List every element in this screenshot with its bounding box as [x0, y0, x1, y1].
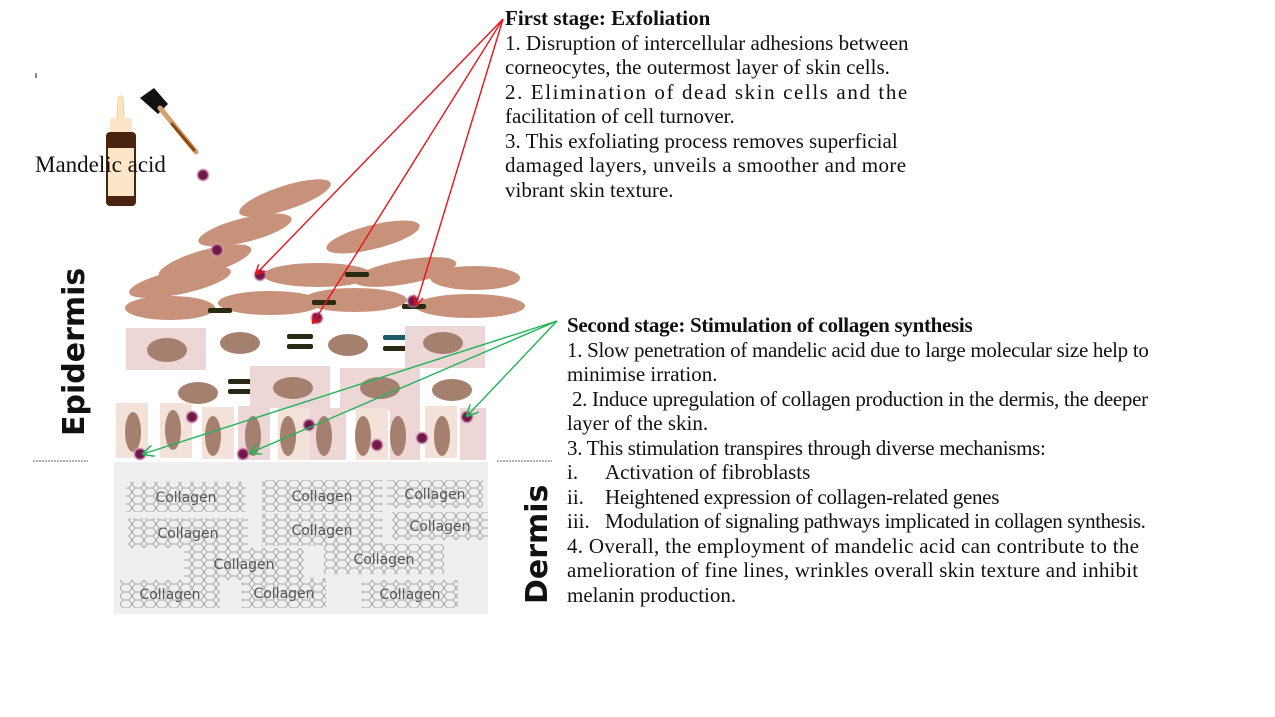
- second-stage-line: 3. This stimulation transpires through d…: [567, 435, 1046, 460]
- collagen-label: Collagen: [213, 557, 274, 573]
- molecule: [196, 168, 210, 182]
- second-stage-block: Second stage: Stimulation of collagen sy…: [567, 313, 1149, 607]
- stratum-corneum: [125, 179, 525, 320]
- collagen-label: Collagen: [409, 519, 470, 535]
- collagen-fiber: Collagen: [184, 548, 304, 580]
- mechanism-item: i.Activation of fibroblasts: [567, 460, 811, 484]
- second-stage-line: amelioration of fine lines, wrinkles ove…: [567, 558, 1139, 582]
- collagen-label: Collagen: [291, 523, 352, 539]
- first-stage-block: First stage: Exfoliation 1. Disruption o…: [505, 6, 909, 202]
- stray-mark: [35, 73, 37, 78]
- first-stage-line: facilitation of cell turnover.: [505, 104, 735, 128]
- collagen-fiber: Collagen: [128, 518, 248, 548]
- collagen-label: Collagen: [379, 587, 440, 603]
- collagen-label: Collagen: [139, 587, 200, 603]
- first-stage-line: damaged layers, unveils a smoother and m…: [505, 153, 907, 177]
- second-stage-title: Second stage: Stimulation of collagen sy…: [567, 313, 973, 337]
- mandelic-acid-label: Mandelic acid: [35, 152, 166, 177]
- second-stage-line: minimise irration.: [567, 362, 718, 386]
- serum-bottle-icon: [106, 95, 136, 206]
- epidermis-label: Epidermis: [57, 267, 92, 436]
- first-stage-line: 1. Disruption of intercellular adhesions…: [505, 30, 909, 55]
- stratum-spinosum: [126, 326, 485, 410]
- molecule: [370, 438, 384, 452]
- collagen-label: Collagen: [157, 526, 218, 542]
- mechanism-item: iii.Modulation of signaling pathways imp…: [567, 509, 1146, 533]
- collagen-label: Collagen: [353, 552, 414, 568]
- green-arrow: [467, 320, 558, 416]
- collagen-label: Collagen: [404, 487, 465, 503]
- collagen-fiber: Collagen: [126, 482, 246, 512]
- collagen-label: Collagen: [155, 490, 216, 506]
- molecule: [236, 447, 250, 461]
- green-arrow: [250, 320, 558, 453]
- second-stage-line: 1. Slow penetration of mandelic acid due…: [567, 337, 1149, 362]
- first-stage-title: First stage: Exfoliation: [505, 6, 711, 30]
- collagen-fiber: Collagen: [262, 514, 382, 546]
- mechanism-item: ii.Heightened expression of collagen-rel…: [567, 484, 1000, 509]
- collagen-fiber: Collagen: [387, 480, 483, 508]
- second-stage-line: layer of the skin.: [567, 411, 709, 435]
- collagen-stage-arrows: [143, 320, 558, 454]
- collagen-fiber: Collagen: [362, 580, 458, 608]
- red-arrow: [256, 18, 504, 274]
- molecule: [210, 243, 224, 257]
- collagen-fiber: Collagen: [392, 512, 488, 540]
- molecule: [310, 311, 324, 325]
- collagen-fiber: Collagen: [324, 544, 444, 574]
- collagen-fiber: Collagen: [262, 480, 382, 512]
- collagen-fiber: Collagen: [120, 580, 220, 608]
- first-stage-line: 2. Elimination of dead skin cells and th…: [505, 79, 909, 104]
- green-arrow: [143, 320, 558, 454]
- second-stage-line: melanin production.: [567, 582, 737, 607]
- dropper-icon: [140, 88, 199, 155]
- red-arrow: [313, 18, 504, 323]
- molecule: [460, 410, 474, 424]
- red-arrow: [416, 18, 504, 305]
- dermis-label: Dermis: [520, 484, 555, 604]
- collagen-label: Collagen: [253, 586, 314, 602]
- molecule: [415, 431, 429, 445]
- second-stage-line: 4. Overall, the employment of mandelic a…: [567, 533, 1140, 558]
- collagen-fiber: Collagen: [242, 578, 326, 608]
- collagen-label: Collagen: [291, 489, 352, 505]
- second-stage-line: 2. Induce upregulation of collagen produ…: [567, 386, 1148, 411]
- first-stage-line: corneocytes, the outermost layer of skin…: [505, 55, 890, 79]
- first-stage-line: vibrant skin texture.: [505, 177, 674, 202]
- exfoliation-arrows: [256, 18, 504, 323]
- first-stage-line: 3. This exfoliating process removes supe…: [505, 128, 898, 153]
- molecule: [185, 410, 199, 424]
